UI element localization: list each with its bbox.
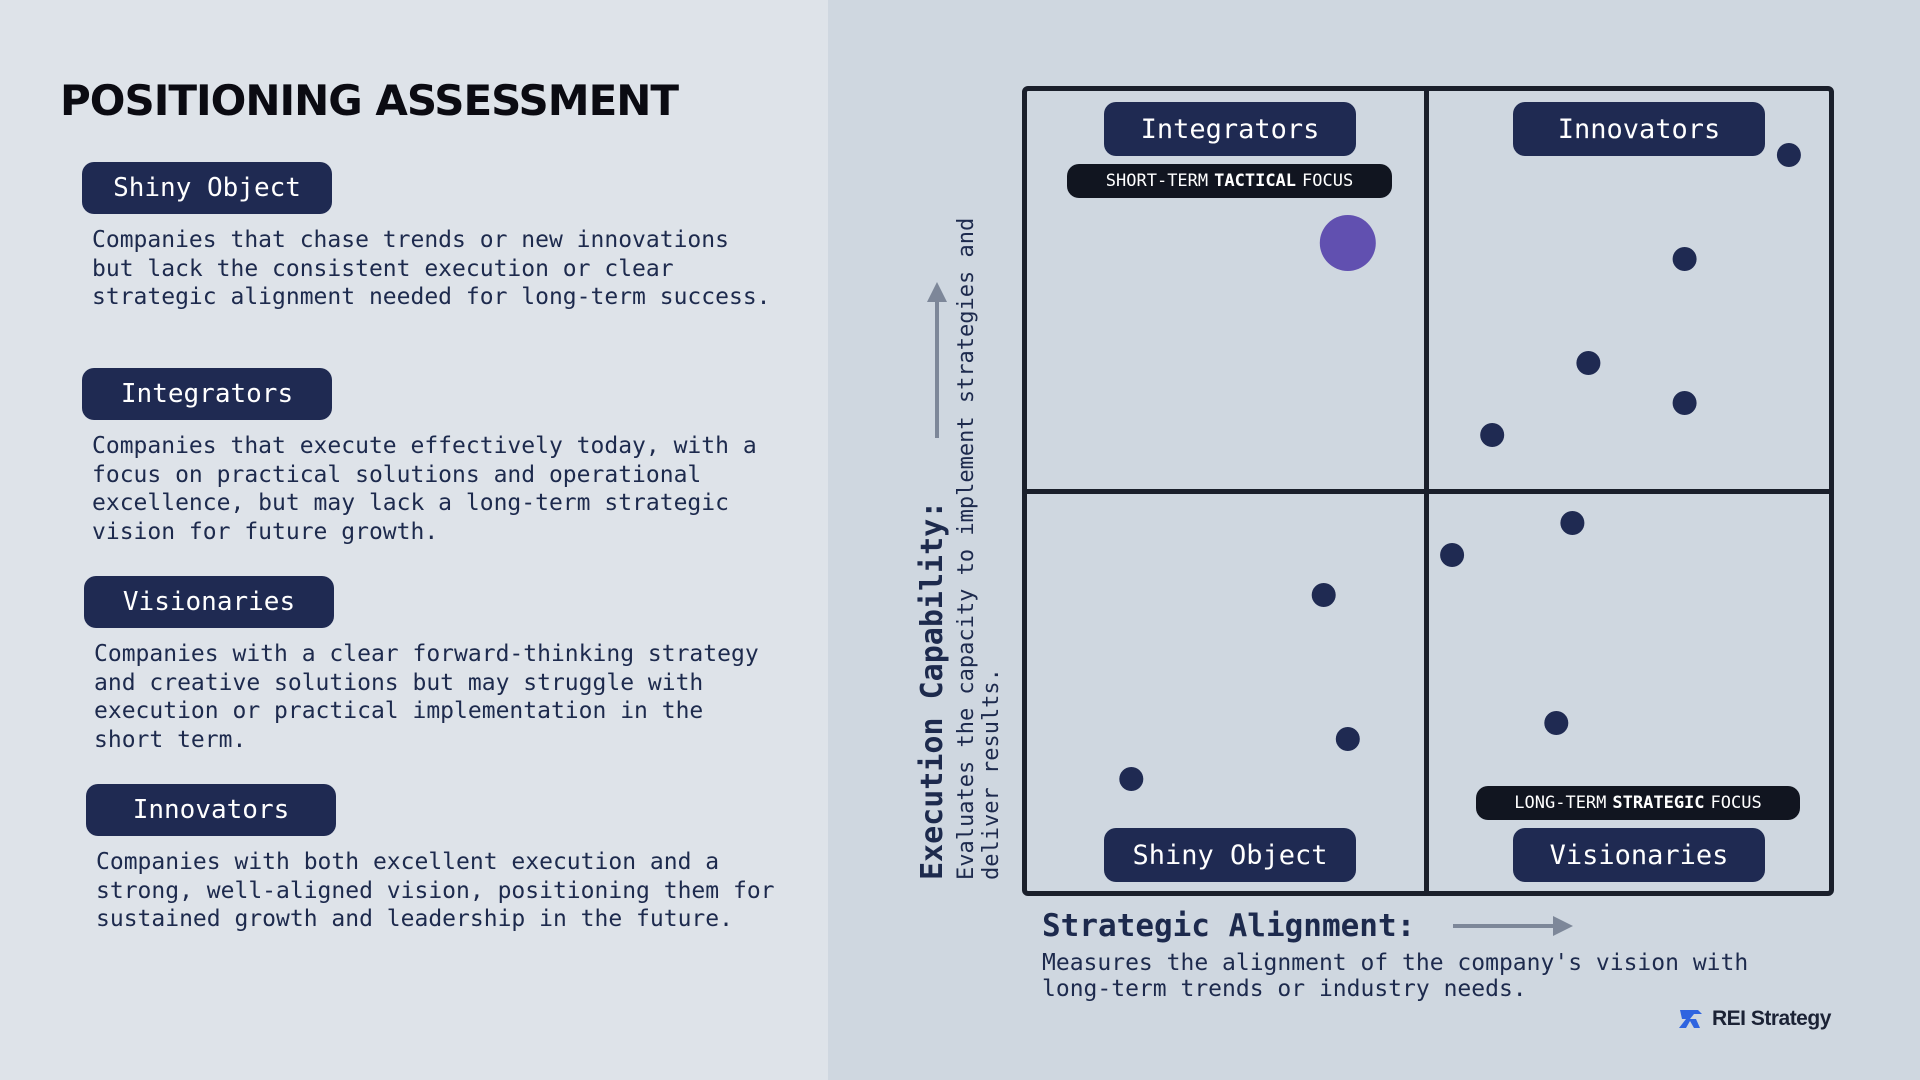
x-axis-description: Measures the alignment of the company's …	[1042, 950, 1749, 1002]
page-title: POSITIONING ASSESSMENT	[60, 76, 679, 125]
long-term-badge-post: FOCUS	[1710, 793, 1762, 813]
data-point	[1335, 727, 1360, 751]
x-axis-title: Strategic Alignment:	[1042, 908, 1416, 944]
legend-desc-integrators: Companies that execute effectively today…	[92, 433, 757, 545]
legend-pill-integrators: Integrators	[82, 368, 332, 420]
x-axis-arrow-shaft	[1453, 924, 1557, 928]
brand-mark-icon	[1679, 1010, 1702, 1028]
short-term-badge-bold: TACTICAL	[1214, 171, 1297, 191]
highlighted-data-point	[1319, 215, 1376, 271]
brand-name: REI Strategy	[1712, 1007, 1831, 1030]
quadrant-divider-horizontal	[1022, 489, 1834, 494]
data-point	[1311, 583, 1336, 607]
quadrant-label-shiny-object: Shiny Object	[1104, 828, 1356, 882]
legend-pill-visionaries: Visionaries	[84, 576, 334, 628]
long-term-badge-pre: LONG-TERM	[1514, 793, 1607, 813]
legend-desc-innovators: Companies with both excellent execution …	[96, 849, 775, 932]
data-point	[1672, 391, 1697, 415]
short-term-badge-post: FOCUS	[1302, 171, 1354, 191]
legend-pill-shiny-object: Shiny Object	[82, 162, 332, 214]
short-term-badge-pre: SHORT-TERM	[1105, 171, 1209, 191]
x-axis-arrow-icon	[1553, 916, 1573, 936]
quadrant-label-integrators: Integrators	[1104, 102, 1356, 156]
legend-desc-visionaries: Companies with a clear forward-thinking …	[94, 641, 759, 753]
quadrant-label-visionaries: Visionaries	[1513, 828, 1765, 882]
brand-logo: REI Strategy	[1676, 1007, 1831, 1031]
legend-desc-shiny-object: Companies that chase trends or new innov…	[92, 227, 771, 310]
data-point	[1544, 711, 1569, 735]
long-term-badge-bold: STRATEGIC	[1612, 793, 1705, 813]
data-point	[1576, 351, 1601, 375]
data-point	[1672, 247, 1697, 271]
data-point	[1440, 543, 1465, 567]
data-point	[1119, 767, 1144, 791]
legend-pill-innovators: Innovators	[86, 784, 336, 836]
data-point	[1776, 143, 1801, 167]
data-point	[1480, 423, 1505, 447]
data-point	[1560, 511, 1585, 535]
y-axis-arrow-icon	[927, 282, 947, 302]
quadrant-label-innovators: Innovators	[1513, 102, 1765, 156]
y-axis-arrow-shaft	[935, 298, 939, 438]
